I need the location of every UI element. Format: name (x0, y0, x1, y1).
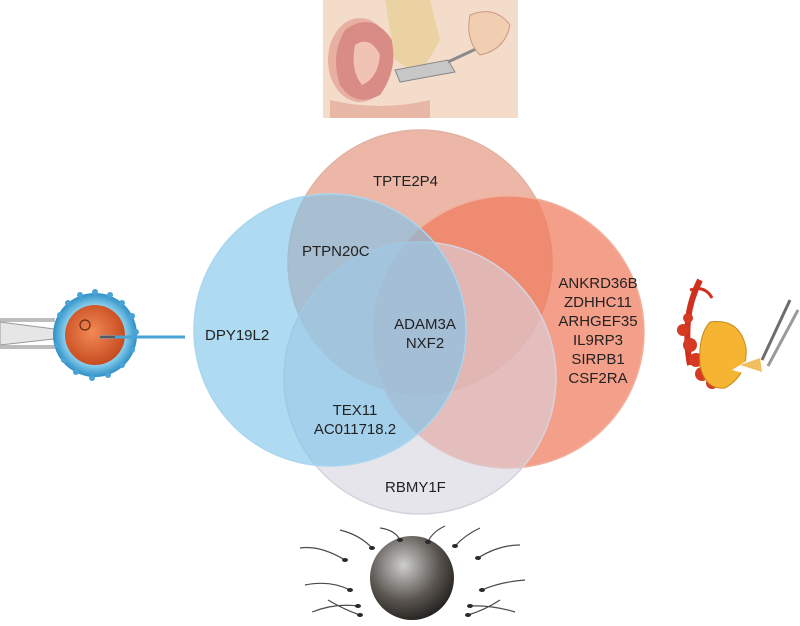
gene-right-6: CSF2RA (568, 370, 628, 387)
label-left-only: DPY19L2 (205, 327, 270, 344)
icsi-egg-injection-illustration (0, 289, 185, 381)
gene-right-4: IL9RP3 (572, 332, 624, 349)
gene-right-1: ANKRD36B (558, 275, 638, 292)
label-top-only: TPTE2P4 (373, 173, 439, 190)
gene-right-3: ARHGEF35 (558, 313, 638, 330)
label-right-only: ANKRD36B ZDHHC11 ARHGEF35 IL9RP3 SIRPB1 … (548, 274, 648, 388)
testis-biopsy-illustration (677, 278, 800, 389)
label-center: ADAM3A NXF2 (380, 315, 470, 353)
label-left-top: PTPN20C (302, 243, 370, 260)
gene-center-1: ADAM3A (394, 316, 456, 333)
gene-right-2: ZDHHC11 (563, 294, 633, 311)
label-left-bottom: TEX11 AC011718.2 (295, 401, 415, 439)
gene-center-2: NXF2 (405, 335, 445, 352)
label-bottom-only: RBMY1F (385, 479, 446, 496)
venn-circle-left (193, 193, 467, 467)
gene-left-bottom-2: AC011718.2 (313, 421, 397, 438)
gene-left-bottom-1: TEX11 (332, 402, 378, 419)
intrauterine-insemination-illustration (323, 0, 518, 118)
gene-right-5: SIRPB1 (571, 351, 625, 368)
